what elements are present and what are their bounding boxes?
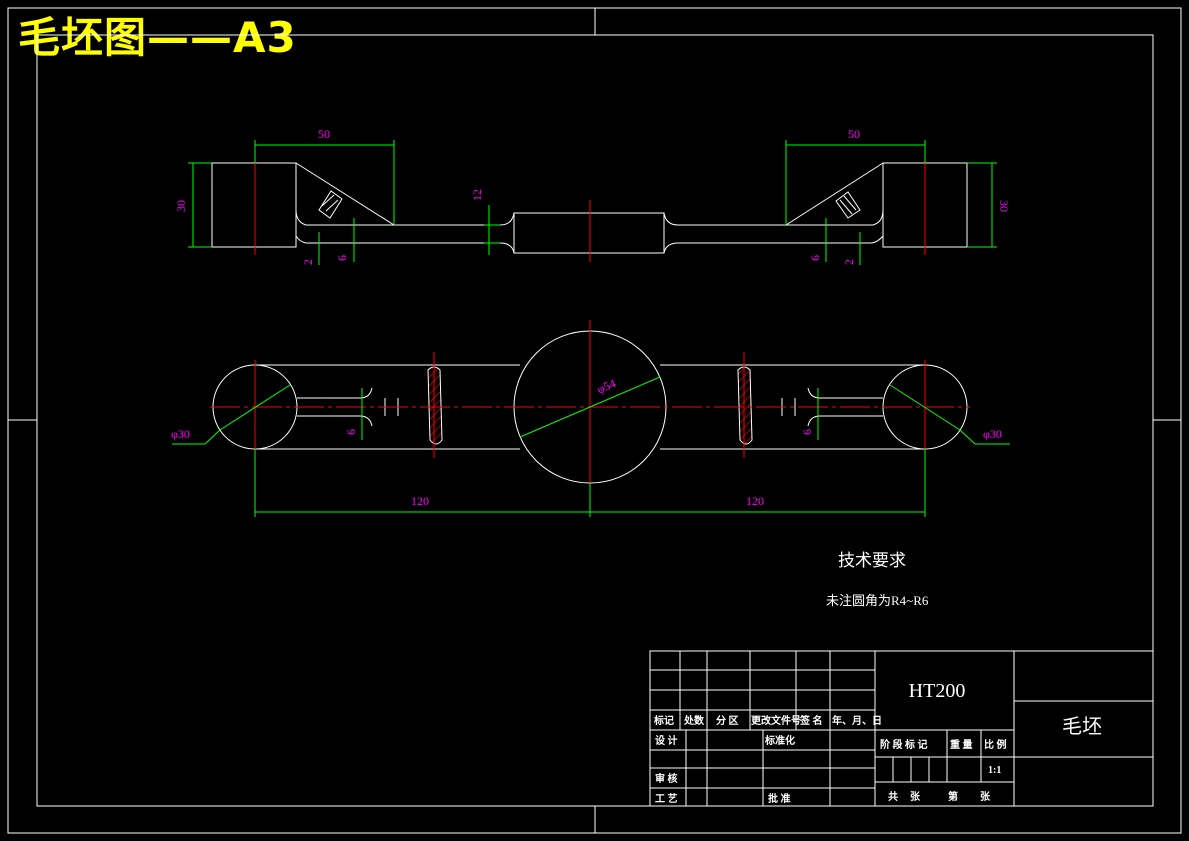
tb-header-1: 处数 [683, 714, 705, 727]
left-section-hatch [427, 366, 443, 445]
sheet-border [7, 7, 1182, 834]
tb-approve: 批 准 [768, 792, 791, 805]
tb-scale: 1:1 [988, 765, 1001, 776]
top-view-dimensions [188, 140, 997, 265]
dim-right-small-6: 6 [808, 255, 822, 261]
tb-total: 共 [888, 790, 898, 803]
page-title: 毛坯图——A3 [18, 13, 297, 62]
dim-right-length-120: 120 [746, 494, 764, 508]
tb-design: 设 计 [655, 734, 678, 747]
title-block [649, 650, 1154, 807]
tb-review: 审 核 [655, 772, 678, 785]
tb-part-name: 毛坯 [1062, 715, 1102, 738]
dim-left-height-30: 30 [174, 200, 188, 212]
tb-header-0: 标记 [653, 714, 674, 727]
tb-weight: 重 量 [950, 738, 973, 751]
tb-sheet-no: 第 [948, 790, 958, 803]
dim-right-height-30: 30 [997, 200, 1011, 212]
dim-front-right-6: 6 [800, 429, 814, 435]
dim-left-dia-30: φ30 [171, 427, 190, 441]
dim-left-small-2: 2 [301, 259, 315, 265]
dim-front-left-6: 6 [344, 429, 358, 435]
tb-header-2: 分 区 [716, 714, 739, 727]
tb-material: HT200 [909, 680, 966, 702]
dim-left-small-6: 6 [335, 255, 349, 261]
dim-top-right-50: 50 [848, 127, 860, 141]
dim-center-height-12: 12 [470, 189, 484, 201]
tb-header-4: 签 名 [799, 714, 823, 727]
tb-header-3: 更改文件号 [751, 714, 801, 727]
dim-right-small-2: 2 [842, 259, 856, 265]
tb-process: 工 艺 [655, 792, 678, 805]
tb-sheets: 张 [910, 790, 921, 803]
dim-center-dia-54: φ54 [595, 376, 618, 396]
left-boss-outline [211, 162, 297, 248]
tech-notes-heading: 技术要求 [838, 551, 906, 570]
tb-ratio: 比 例 [984, 738, 1007, 751]
top-view [211, 155, 968, 262]
right-section-hatch [737, 366, 753, 445]
dim-top-left-50: 50 [318, 127, 330, 141]
tb-stage-mark: 阶 段 标 记 [880, 738, 928, 751]
tb-header-5: 年、月、日 [832, 714, 882, 727]
tb-sheets2: 张 [980, 790, 991, 803]
front-view-dimensions [172, 376, 1010, 517]
tb-standardize: 标准化 [764, 734, 795, 747]
tech-notes-line1: 未注圆角为R4~R6 [826, 593, 929, 608]
dim-left-length-120: 120 [411, 494, 429, 508]
dim-right-dia-30: φ30 [983, 427, 1002, 441]
